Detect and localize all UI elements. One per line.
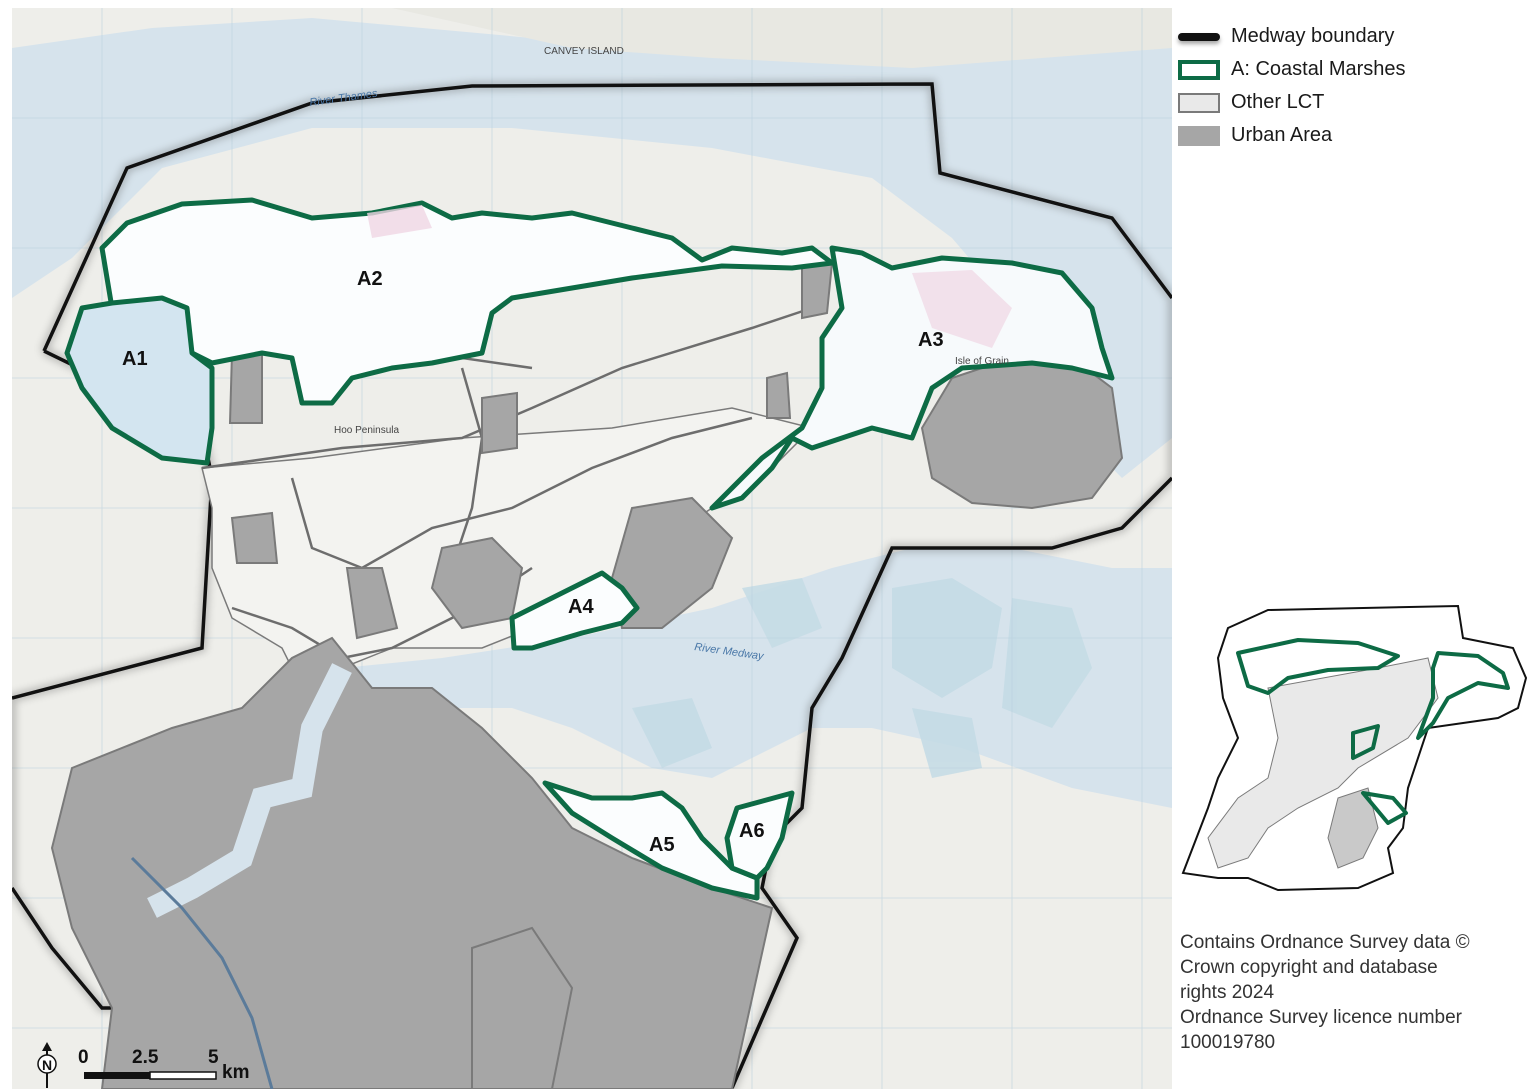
legend-label: Urban Area (1231, 124, 1333, 146)
medway-boundary (12, 82, 1172, 1089)
urban-high-halstow (481, 391, 518, 455)
attribution-line: Crown copyright and database (1180, 957, 1438, 978)
railway-line (130, 856, 274, 1089)
zone-label-a6: A6 (739, 820, 765, 842)
zone-a6-area (724, 790, 795, 881)
legend-swatch-coastal-marshes (1178, 59, 1220, 80)
label-canvey: CANVEY ISLAND (544, 46, 624, 57)
north-letter: N (42, 1057, 52, 1073)
legend-label: Other LCT (1231, 91, 1325, 113)
essex-shore-land (392, 8, 1172, 68)
scale-unit: km (222, 1062, 249, 1083)
zone-a1-area (64, 295, 215, 466)
zone-label-a5: A5 (649, 834, 675, 856)
urban-allhallows (801, 261, 834, 320)
map-canvas[interactable]: CANVEY ISLAND Hoo Peninsula Isle of Grai… (12, 8, 1172, 1089)
zone-a3-area (709, 245, 1115, 511)
legend-item-coastal-marshes: A: Coastal Marshes (1178, 53, 1518, 86)
urban-cooling (230, 511, 279, 564)
urban-frindsbury (345, 567, 399, 640)
attribution-line: 100019780 (1180, 1032, 1276, 1053)
urban-isle-of-grain (920, 357, 1124, 510)
zone-a2-area (99, 197, 835, 406)
urban-stoke (766, 371, 792, 419)
attribution-line: Ordnance Survey licence number (1180, 1007, 1462, 1028)
zone-label-a4: A4 (568, 596, 594, 618)
label-isle-of-grain: Isle of Grain (955, 356, 1009, 367)
north-arrow-icon: N (37, 1042, 57, 1088)
legend-item-other-lct: Other LCT (1178, 86, 1518, 119)
scale-tick-5: 5 (208, 1047, 219, 1068)
attribution-text: Contains Ordnance Survey data © Crown co… (1180, 930, 1525, 1055)
medway-channel (147, 663, 352, 918)
legend-swatch-urban-area (1178, 125, 1220, 146)
zone-label-a2: A2 (357, 268, 383, 290)
map-panel[interactable]: CANVEY ISLAND Hoo Peninsula Isle of Grai… (12, 8, 1172, 1089)
scale-tick-2-5: 2.5 (132, 1047, 159, 1068)
saltmarsh-patches (632, 578, 1092, 778)
legend-swatch-other-lct (1178, 92, 1220, 113)
attribution-line: rights 2024 (1180, 982, 1275, 1003)
inset-urban (1327, 787, 1379, 869)
legend-label: A: Coastal Marshes (1231, 58, 1406, 80)
label-hoo-peninsula: Hoo Peninsula (334, 425, 399, 436)
legend-label: Medway boundary (1231, 25, 1395, 47)
legend-item-urban-area: Urban Area (1178, 119, 1518, 152)
urban-south (471, 926, 574, 1089)
attribution-line: Contains Ordnance Survey data © (1180, 932, 1470, 953)
legend-swatch-boundary (1178, 32, 1220, 41)
scale-segment-dark (84, 1072, 150, 1079)
legend-item-medway-boundary: Medway boundary (1178, 20, 1518, 53)
zone-label-a1: A1 (122, 348, 148, 370)
scale-tick-0: 0 (78, 1047, 89, 1068)
inset-locator-map (1181, 604, 1528, 892)
designated-site-tint-2 (912, 270, 1012, 348)
zone-label-a3: A3 (918, 329, 944, 351)
map-legend: Medway boundary A: Coastal Marshes Other… (1178, 20, 1518, 152)
coastal-marsh-zones (64, 197, 1115, 901)
zone-a4-area (509, 570, 640, 651)
inset-coastal-marshes (1236, 638, 1510, 825)
designated-site-tint (367, 205, 432, 238)
scale-segment-light (149, 1071, 217, 1080)
scale-bar: N 0 2.5 5 km (37, 1042, 249, 1088)
